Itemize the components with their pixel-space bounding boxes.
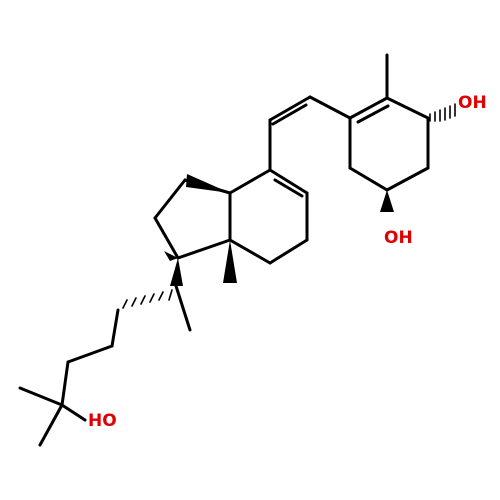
d-ring bbox=[153, 178, 232, 260]
a-ring bbox=[348, 53, 430, 192]
methyl-bond bbox=[38, 403, 64, 447]
side-chain-wedge bbox=[170, 258, 183, 286]
triene-linker bbox=[268, 95, 352, 172]
bond bbox=[153, 216, 180, 260]
bond bbox=[66, 344, 114, 364]
angular-methyl-wedge bbox=[223, 240, 237, 283]
bond bbox=[348, 96, 389, 120]
bond bbox=[348, 166, 389, 192]
bond bbox=[153, 178, 187, 220]
bond bbox=[385, 166, 430, 192]
hydroxyl-label-mid: OH bbox=[384, 228, 413, 248]
bond bbox=[228, 238, 272, 265]
hydroxyl-label-bottom: HO bbox=[88, 411, 117, 431]
double-bond-inner bbox=[273, 178, 304, 198]
wedge-d-ring bbox=[164, 251, 178, 261]
bond-to-oh bbox=[60, 403, 87, 422]
methyl-bond bbox=[18, 386, 64, 407]
bond bbox=[268, 238, 309, 265]
side-chain bbox=[18, 284, 192, 447]
bond bbox=[268, 95, 312, 122]
bond bbox=[176, 238, 232, 260]
double-bond-inner bbox=[271, 103, 308, 126]
bond bbox=[385, 96, 430, 120]
hashed-wedge-side-chain bbox=[122, 289, 173, 309]
bond bbox=[268, 168, 309, 195]
hashed-wedge-oh-top bbox=[429, 103, 456, 122]
bond bbox=[60, 360, 70, 407]
solid-wedge-oh-mid bbox=[380, 190, 394, 212]
bond bbox=[228, 168, 272, 195]
double-bond-inner bbox=[356, 104, 390, 124]
bond bbox=[308, 95, 352, 120]
hydroxyl-label-top: OH bbox=[458, 93, 487, 113]
solid-wedge-fusion bbox=[186, 174, 230, 193]
bond bbox=[110, 308, 120, 348]
c-ring bbox=[228, 168, 309, 265]
methyl-bond bbox=[174, 284, 192, 332]
